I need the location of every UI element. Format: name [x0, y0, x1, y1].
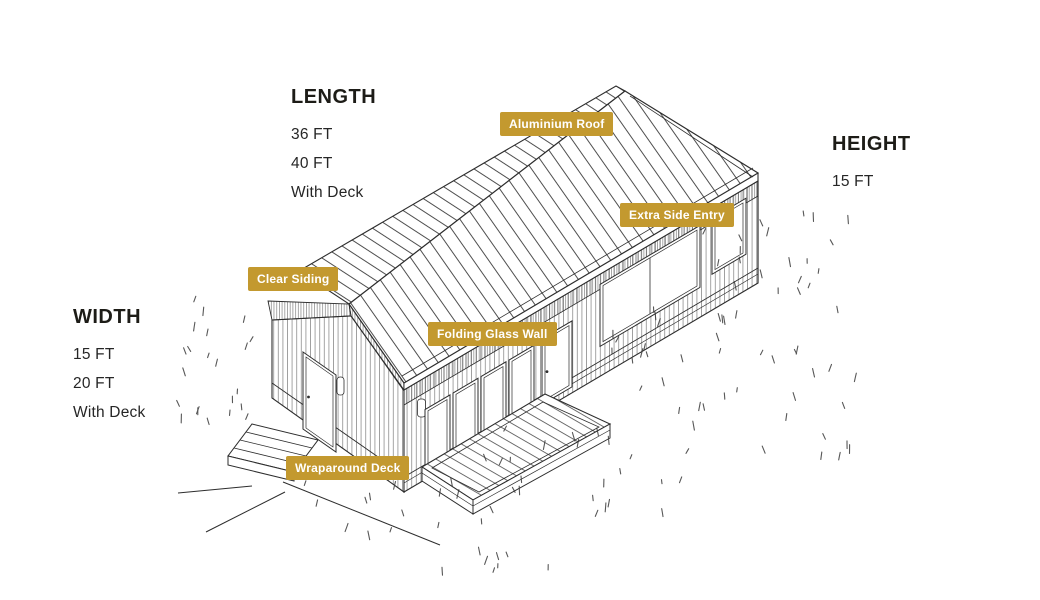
feature-tag-aluminium-roof: Aluminium Roof	[500, 112, 614, 136]
length-heading: LENGTH	[291, 86, 377, 108]
feature-tag-extra-side-entry: Extra Side Entry	[620, 203, 734, 227]
height-spec: HEIGHT 15 FT	[832, 133, 911, 196]
glass-doors-and-windows	[424, 197, 747, 474]
feature-tag-folding-glass-wall: Folding Glass Wall	[428, 322, 557, 346]
length-value-3: With Deck	[291, 184, 364, 201]
length-spec: LENGTH 36 FT 40 FT With Deck	[291, 86, 376, 207]
length-values: 36 FT 40 FT With Deck	[291, 120, 376, 207]
height-values: 15 FT	[832, 167, 911, 196]
roof	[297, 85, 760, 384]
width-values: 15 FT 20 FT With Deck	[73, 340, 145, 427]
walkway-lines	[177, 481, 441, 546]
width-value-2: 20 FT	[73, 375, 115, 392]
width-heading: WIDTH	[73, 306, 142, 328]
width-value-3: With Deck	[73, 404, 146, 421]
feature-tag-wraparound-deck: Wraparound Deck	[286, 456, 410, 480]
grass-tufts	[176, 210, 857, 576]
length-value-2: 40 FT	[291, 155, 333, 172]
height-heading: HEIGHT	[832, 133, 911, 155]
length-value-1: 36 FT	[291, 126, 333, 143]
height-value-1: 15 FT	[832, 173, 874, 190]
width-spec: WIDTH 15 FT 20 FT With Deck	[73, 306, 145, 427]
width-value-1: 15 FT	[73, 346, 115, 363]
gable-door	[302, 351, 345, 453]
front-wall	[403, 180, 759, 493]
gable-wall	[267, 300, 405, 494]
front-deck	[420, 393, 612, 515]
feature-tag-clear-siding: Clear Siding	[248, 267, 339, 291]
